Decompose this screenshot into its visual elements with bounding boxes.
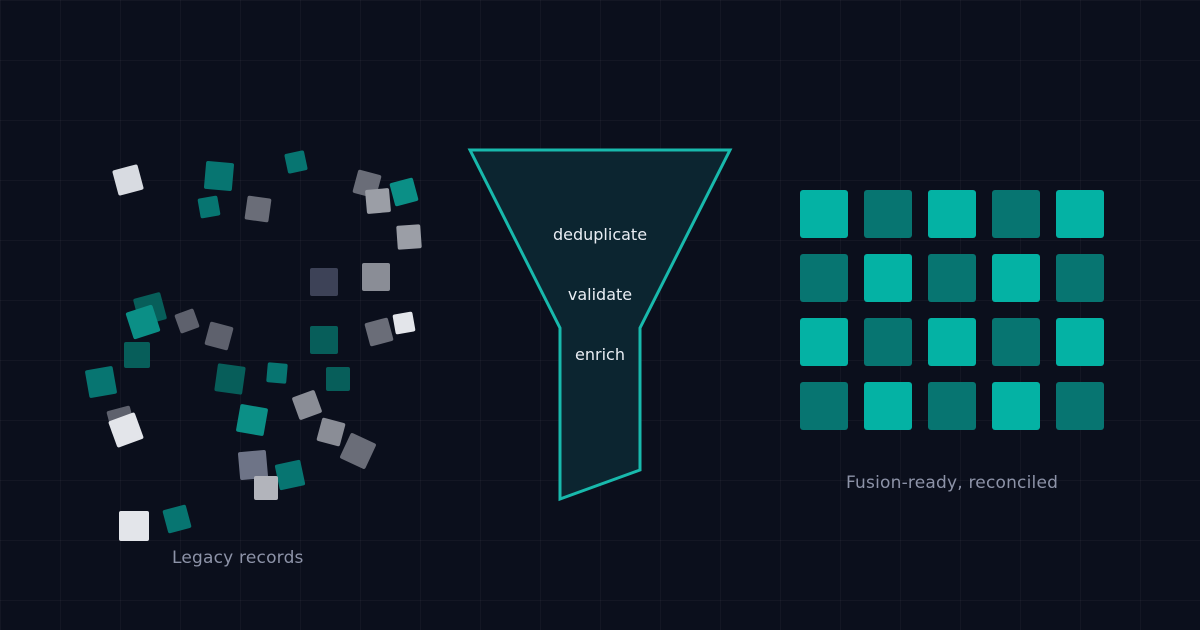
legacy-record-square (85, 366, 117, 398)
reconciled-record-tile (800, 382, 848, 430)
legacy-record-square (396, 224, 422, 250)
legacy-record-square (197, 195, 221, 219)
legacy-record-square (119, 511, 149, 541)
reconciled-record-tile (992, 318, 1040, 366)
funnel-step-validate: validate (567, 285, 633, 304)
legacy-record-square (310, 326, 338, 354)
legacy-record-square (362, 263, 390, 291)
reconciled-record-tile (992, 382, 1040, 430)
legacy-record-square (266, 362, 288, 384)
legacy-record-square (364, 317, 394, 347)
legacy-record-square (292, 390, 322, 420)
legacy-records-label: Legacy records (172, 548, 304, 568)
reconciled-record-tile (992, 254, 1040, 302)
legacy-record-square (214, 363, 246, 395)
legacy-record-square (162, 504, 192, 534)
legacy-record-square (108, 412, 144, 448)
legacy-record-square (124, 342, 150, 368)
legacy-record-square (284, 150, 308, 174)
legacy-record-square (203, 160, 235, 192)
reconciled-record-tile (864, 254, 912, 302)
legacy-record-square (112, 164, 144, 196)
legacy-record-square (326, 367, 350, 391)
reconciled-record-tile (992, 190, 1040, 238)
legacy-record-square (389, 177, 419, 207)
legacy-record-square (316, 417, 346, 447)
reconciled-record-tile (928, 254, 976, 302)
reconciled-record-tile (864, 190, 912, 238)
reconciled-record-tile (864, 382, 912, 430)
legacy-record-square (237, 449, 269, 481)
reconciled-record-tile (928, 190, 976, 238)
legacy-record-square (365, 188, 391, 214)
legacy-record-square (392, 311, 416, 335)
legacy-record-square (244, 195, 272, 223)
legacy-record-square (340, 433, 376, 469)
reconciled-record-tile (800, 254, 848, 302)
reconciled-records-label: Fusion-ready, reconciled (846, 473, 1059, 493)
legacy-record-square (125, 304, 161, 340)
reconciled-record-tile (1056, 254, 1104, 302)
legacy-record-square (310, 268, 338, 296)
reconciled-record-tile (928, 382, 976, 430)
funnel-shape (467, 148, 733, 502)
reconciled-record-tile (928, 318, 976, 366)
reconciled-record-tile (1056, 318, 1104, 366)
legacy-record-square (236, 404, 268, 436)
funnel-step-enrich: enrich (575, 345, 625, 364)
legacy-record-square (204, 321, 234, 351)
legacy-record-square (274, 459, 306, 491)
reconciled-record-tile (864, 318, 912, 366)
reconciled-record-tile (1056, 190, 1104, 238)
reconciled-record-tile (800, 190, 848, 238)
legacy-record-square (174, 308, 200, 334)
reconciled-record-tile (1056, 382, 1104, 430)
funnel-step-deduplicate: deduplicate (552, 225, 648, 244)
reconciled-record-tile (800, 318, 848, 366)
legacy-record-square (254, 476, 278, 500)
